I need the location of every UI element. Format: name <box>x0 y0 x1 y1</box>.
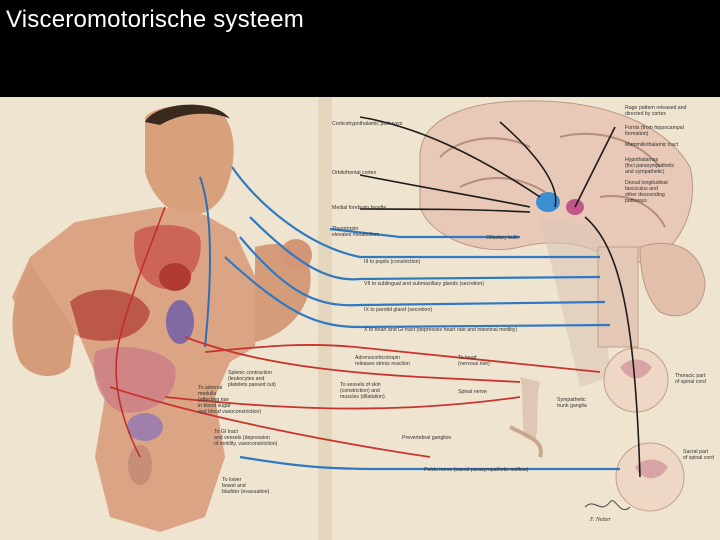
illustration-plate: Corticohypothalamic pathways Orbitofront… <box>0 97 720 540</box>
label-mammillothalamic: Mammillothalamic tract <box>625 142 679 148</box>
label-to-heart: To heart (nervous rise) <box>458 355 490 367</box>
label-orbitofrontal: Orbitofrontal cortex <box>332 170 377 176</box>
label-hypothalamus: Hypothalamus (foci parasympathetic and s… <box>625 157 675 175</box>
red-pathways <box>109 336 601 458</box>
spinal-cord <box>509 246 685 512</box>
label-thoracic-cord: Thoracic part of spinal cord <box>675 373 706 385</box>
blue-pathways <box>224 166 620 471</box>
label-sacral-cord: Sacral part of spinal cord <box>683 449 714 461</box>
man-figure <box>12 104 312 532</box>
label-olfactory-bulb: Olfactory bulb <box>486 235 519 241</box>
anatomy-illustration <box>12 97 706 540</box>
label-rage-pattern: Rage pattern released and directed by co… <box>625 105 687 117</box>
book-gutter <box>318 97 332 540</box>
label-acth: Adrenocorticotropin releases stress reac… <box>355 355 410 367</box>
label-cn-x: X to heart and GI tract (depresses heart… <box>364 327 518 333</box>
black-pathways <box>359 116 641 478</box>
label-splenic: Splenic contraction (leukocytes and plat… <box>228 370 276 388</box>
label-spinal-nerve: Spinal nerve <box>458 389 487 395</box>
label-medial-forebrain: Medial forebrain bundle <box>332 205 387 211</box>
netter-signature: F. Netter <box>590 517 611 523</box>
slide-title: Visceromotorische systeem <box>6 6 304 33</box>
label-to-lower-bowel: To lower bowel and bladder (evacuation) <box>222 477 270 495</box>
label-corticohypothalamic: Corticohypothalamic pathways <box>332 121 403 127</box>
label-to-vessels: To vessels of skin (constriction) and mu… <box>340 382 385 400</box>
label-thyrotropin: Thyrotropin elevates metabolism <box>332 226 380 238</box>
label-prevertebral: Prevertebral ganglion <box>402 435 452 441</box>
label-fornix: Fornix (from hippocampal formation) <box>625 125 684 137</box>
label-cn-iii: III to pupils (constriction) <box>364 259 421 265</box>
label-cn-ix: IX to parotid gland (secretion) <box>364 307 433 313</box>
label-dorsal-longitudinal: Dorsal longitudinal fasciculus and other… <box>625 180 668 204</box>
netter-signature-image <box>584 500 631 510</box>
label-to-gi: To GI tract and vessels (depression of m… <box>214 429 278 447</box>
label-pelvic-nerve: Pelvic nerve (sacral parasympathetic out… <box>424 467 529 473</box>
label-sympathetic-trunk: Sympathetic trunk ganglia <box>557 397 587 409</box>
label-cn-vii: VII to sublingual and submaxillary gland… <box>364 281 484 287</box>
label-to-adrenal: To adrenal medulla (affecting rise in bl… <box>198 385 262 415</box>
